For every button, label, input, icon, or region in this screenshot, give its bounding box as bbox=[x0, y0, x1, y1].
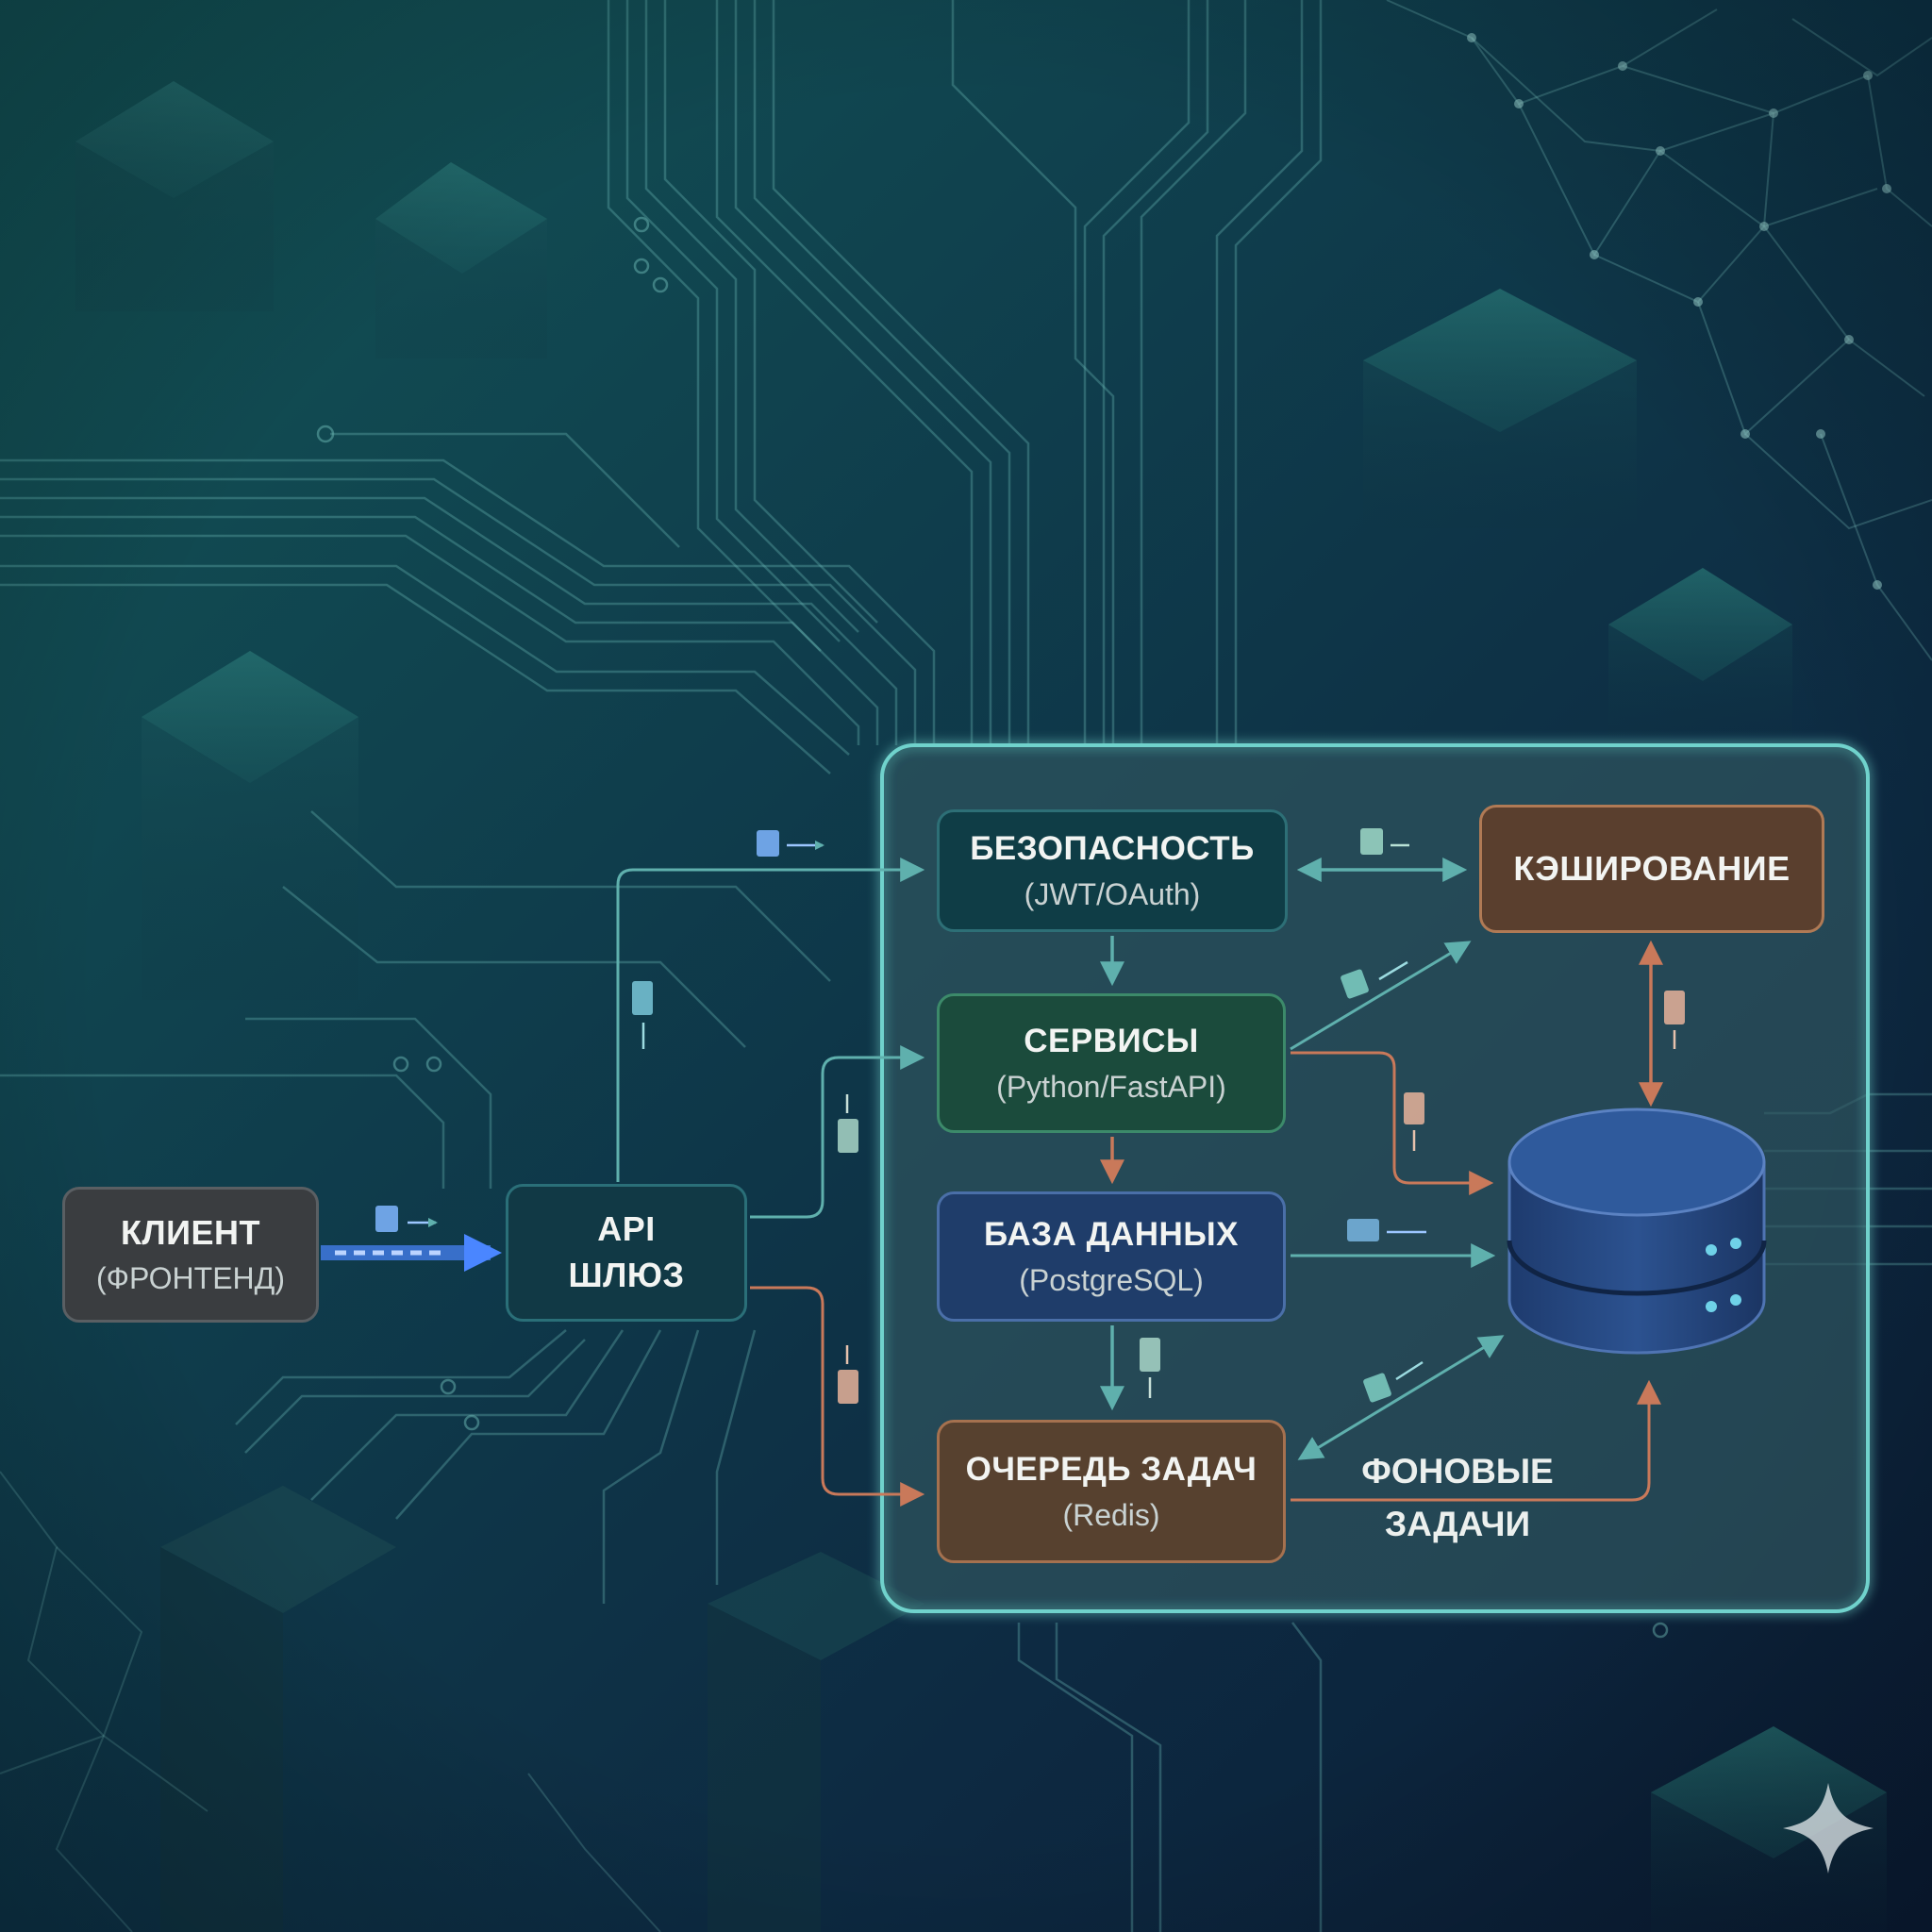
node-subtitle: (JWT/OAuth) bbox=[1024, 876, 1201, 911]
api-to-queue-arrow bbox=[750, 1286, 925, 1507]
node-title-line1: API bbox=[597, 1209, 656, 1249]
node-title: БАЗА ДАННЫХ bbox=[984, 1215, 1239, 1253]
services-to-datastore-arrow bbox=[1291, 1051, 1494, 1195]
document-icon bbox=[838, 1094, 858, 1153]
node-title: КЭШИРОВАНИЕ bbox=[1513, 849, 1790, 889]
node-subtitle: (PostgreSQL) bbox=[1019, 1262, 1204, 1297]
node-title: КЛИЕНТ bbox=[120, 1213, 261, 1253]
node-title: СЕРВИСЫ bbox=[1024, 1022, 1199, 1059]
sparkle-icon bbox=[1783, 1783, 1874, 1874]
document-icon bbox=[1360, 828, 1409, 855]
client-frontend-node[interactable]: КЛИЕНТ (ФРОНТЕНД) bbox=[62, 1187, 319, 1323]
node-title-line2: ШЛЮЗ bbox=[568, 1256, 685, 1294]
document-icon bbox=[757, 830, 824, 857]
document-icon bbox=[1341, 960, 1408, 999]
document-icon bbox=[1664, 991, 1685, 1049]
caching-node[interactable]: КЭШИРОВАНИЕ bbox=[1479, 805, 1824, 933]
node-title: ОЧЕРЕДЬ ЗАДАЧ bbox=[965, 1450, 1257, 1488]
api-gateway-node[interactable]: API ШЛЮЗ bbox=[506, 1184, 747, 1322]
queue-datastore-arrow bbox=[1297, 1335, 1505, 1460]
api-to-security-arrow bbox=[616, 858, 925, 1182]
background-tasks-line2: ЗАДАЧИ bbox=[1384, 1504, 1531, 1543]
document-icon bbox=[1404, 1092, 1424, 1151]
backend-panel bbox=[880, 743, 1870, 1613]
database-cylinder-icon bbox=[1507, 1108, 1767, 1355]
node-subtitle: (Python/FastAPI) bbox=[996, 1069, 1226, 1104]
document-icon bbox=[1140, 1338, 1160, 1398]
node-title: БЕЗОПАСНОСТЬ bbox=[970, 829, 1255, 867]
node-subtitle: (Redis) bbox=[1062, 1497, 1160, 1532]
document-icon bbox=[375, 1206, 438, 1232]
node-subtitle: (ФРОНТЕНД) bbox=[96, 1261, 285, 1296]
database-node[interactable]: БАЗА ДАННЫХ (PostgreSQL) bbox=[937, 1191, 1286, 1322]
task-queue-node[interactable]: ОЧЕРЕДЬ ЗАДАЧ (Redis) bbox=[937, 1420, 1286, 1563]
document-icon bbox=[1347, 1219, 1426, 1241]
api-to-services-arrow bbox=[750, 1045, 925, 1219]
services-node[interactable]: СЕРВИСЫ (Python/FastAPI) bbox=[937, 993, 1286, 1133]
background-tasks-arrow bbox=[1291, 1379, 1661, 1502]
services-to-caching-arrow bbox=[1290, 941, 1472, 1051]
document-icon bbox=[632, 981, 653, 1049]
document-icon bbox=[838, 1345, 858, 1404]
security-node[interactable]: БЕЗОПАСНОСТЬ (JWT/OAuth) bbox=[937, 809, 1288, 932]
background-tasks-line1: ФОНОВЫЕ bbox=[1361, 1452, 1554, 1491]
document-icon bbox=[1363, 1360, 1424, 1403]
background-tasks-label: ФОНОВЫЕ ЗАДАЧИ bbox=[1302, 1445, 1613, 1550]
